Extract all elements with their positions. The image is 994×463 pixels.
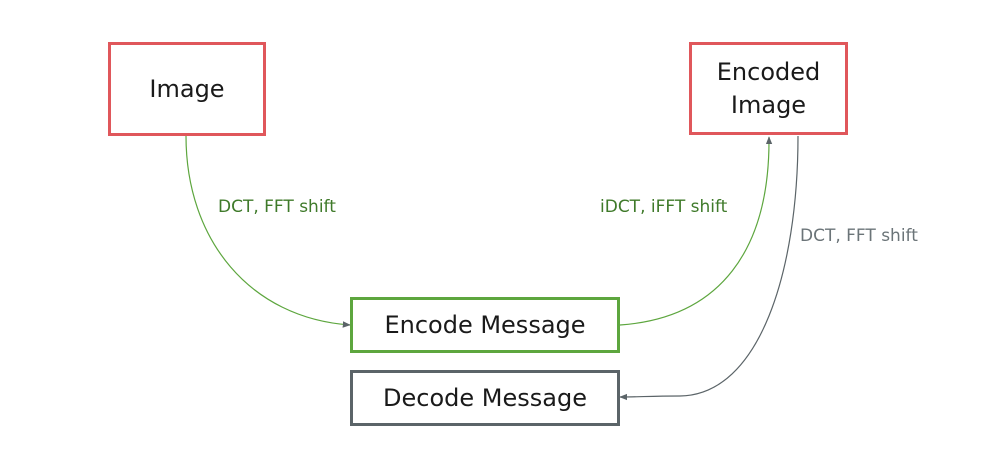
- encoded-image-node: Encoded Image: [689, 42, 848, 135]
- decode-message-node: Decode Message: [350, 370, 620, 426]
- encoded-image-node-label-line2: Image: [730, 90, 807, 119]
- decode-message-node-label: Decode Message: [383, 383, 587, 412]
- edge-label-encoded-image-to-decode: DCT, FFT shift: [800, 226, 918, 246]
- edge-encoded-image-to-decode-message: [619, 135, 799, 401]
- encoded-image-node-label-line1: Encoded: [716, 57, 821, 86]
- image-node-label: Image: [149, 74, 225, 103]
- encode-message-node-label: Encode Message: [384, 310, 586, 339]
- edge-encode-message-to-encoded-image: [619, 136, 773, 326]
- encode-message-node: Encode Message: [350, 297, 620, 353]
- edge-label-image-to-encode: DCT, FFT shift: [218, 197, 336, 217]
- edge-label-encode-to-encoded-image: iDCT, iFFT shift: [600, 197, 728, 217]
- image-node: Image: [108, 42, 266, 136]
- edge-image-to-encode-message: [185, 135, 351, 328]
